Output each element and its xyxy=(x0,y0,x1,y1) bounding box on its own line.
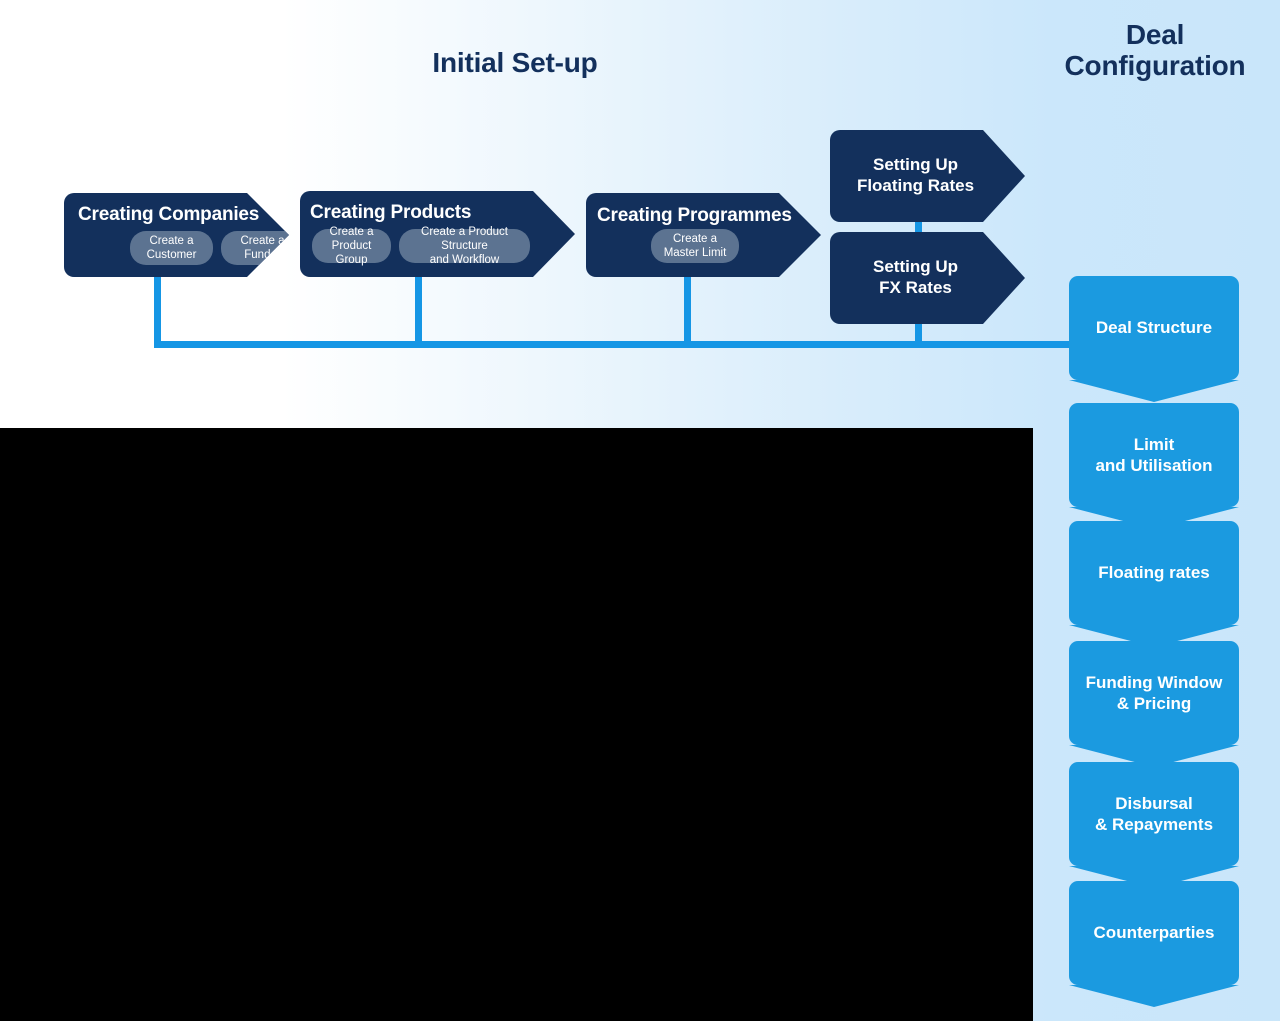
deal-card-deal-structure-line1: Deal Structure xyxy=(1095,318,1213,338)
deal-card-funding-window-line2: & Pricing xyxy=(1116,694,1192,713)
pill-create-a-funder-line2: Funder xyxy=(244,249,281,261)
deal-card-limit-and-utilisation-line1: Limit xyxy=(1133,434,1175,454)
pill-create-a-funder[interactable]: Create a Funder xyxy=(221,231,304,265)
deal-card-disbursal-and-repayments[interactable]: Disbursal & Repayments xyxy=(1069,762,1239,866)
stage-creating-companies[interactable]: Creating Companies Create a Customer Cre… xyxy=(64,193,289,277)
page-title-deal-configuration: Deal Configuration xyxy=(1030,19,1280,82)
pill-create-a-master-limit-line1: Create a xyxy=(672,232,718,245)
deal-card-limit-and-utilisation[interactable]: Limit and Utilisation xyxy=(1069,403,1239,507)
connector-drop-products xyxy=(415,277,422,345)
deal-card-floating-rates[interactable]: Floating rates xyxy=(1069,521,1239,625)
stage-floating-rates-line2: Floating Rates xyxy=(856,176,975,195)
deal-card-limit-and-utilisation-line2: and Utilisation xyxy=(1095,456,1213,475)
pill-create-a-product-structure-line2: and Workflow xyxy=(429,254,500,267)
pill-create-a-funder-line1: Create a xyxy=(240,234,285,247)
deal-card-funding-window-and-pricing[interactable]: Funding Window & Pricing xyxy=(1069,641,1239,745)
stage-creating-products[interactable]: Creating Products Create a Product Group… xyxy=(300,191,575,277)
page-title-initial-setup: Initial Set-up xyxy=(432,47,598,78)
stage-label-setting-up-fx-rates: Setting Up FX Rates xyxy=(873,257,982,298)
stage-setting-up-fx-rates[interactable]: Setting Up FX Rates xyxy=(830,232,1025,324)
pill-create-a-product-group-line1: Create a xyxy=(329,225,374,238)
deal-card-floating-rates-line1: Floating rates xyxy=(1098,563,1210,583)
stage-fx-rates-line1: Setting Up xyxy=(873,257,958,277)
stage-pill-row-programmes: Create a Master Limit xyxy=(651,229,739,263)
pill-create-a-product-structure-and-workflow[interactable]: Create a Product Structure and Workflow xyxy=(399,229,530,263)
connector-drop-companies xyxy=(154,277,161,345)
pill-create-a-master-limit[interactable]: Create a Master Limit xyxy=(651,229,739,263)
deal-card-deal-structure[interactable]: Deal Structure xyxy=(1069,276,1239,380)
deal-card-counterparties[interactable]: Counterparties xyxy=(1069,881,1239,985)
pill-create-a-customer[interactable]: Create a Customer xyxy=(130,231,213,265)
stage-title-creating-programmes: Creating Programmes xyxy=(597,205,792,226)
deal-card-disbursal-line2: & Repayments xyxy=(1094,815,1214,834)
pill-create-a-product-group[interactable]: Create a Product Group xyxy=(312,229,391,263)
deal-card-disbursal-line1: Disbursal xyxy=(1115,793,1193,813)
stage-fx-rates-line2: FX Rates xyxy=(879,278,952,297)
connector-bus-horizontal xyxy=(154,341,1084,348)
deal-card-counterparties-line1: Counterparties xyxy=(1093,923,1215,943)
pill-create-a-product-structure-line1: Create a Product Structure xyxy=(421,225,508,252)
stage-floating-rates-line1: Setting Up xyxy=(873,155,958,175)
stage-pill-row-products: Create a Product Group Create a Product … xyxy=(312,229,530,263)
pill-create-a-product-group-line2: Product Group xyxy=(331,240,372,267)
deal-card-funding-window-line1: Funding Window xyxy=(1085,672,1223,692)
stage-title-creating-products: Creating Products xyxy=(310,202,472,223)
deal-configuration-title-line2: Configuration xyxy=(1064,50,1246,82)
stage-label-setting-up-floating-rates: Setting Up Floating Rates xyxy=(857,155,998,196)
deal-configuration-title-line1: Deal xyxy=(1125,19,1185,50)
stage-title-creating-companies: Creating Companies xyxy=(78,204,260,225)
connector-drop-programmes xyxy=(684,277,691,345)
black-content-panel xyxy=(0,428,1033,1021)
stage-creating-programmes[interactable]: Creating Programmes Create a Master Limi… xyxy=(586,193,821,277)
stage-pill-row-companies: Create a Customer Create a Funder xyxy=(130,231,304,265)
pill-create-a-customer-line1: Create a xyxy=(149,234,194,247)
pill-create-a-customer-line2: Customer xyxy=(146,249,197,261)
pill-create-a-master-limit-line2: Master Limit xyxy=(663,247,727,259)
stage-setting-up-floating-rates[interactable]: Setting Up Floating Rates xyxy=(830,130,1025,222)
